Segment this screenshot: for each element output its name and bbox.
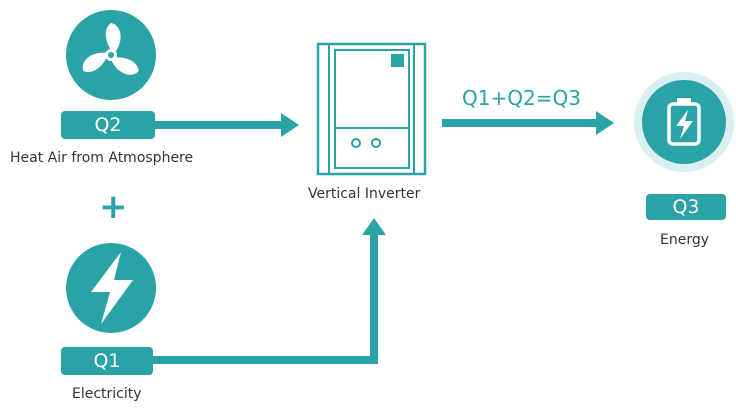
q1-tag: Q1 (61, 347, 153, 375)
energy-formula: Q1+Q2=Q3 (462, 86, 581, 110)
heat-air-caption: Heat Air from Atmosphere (10, 150, 194, 166)
vertical-inverter-caption: Vertical Inverter (308, 186, 421, 202)
arrow-q2-to-inverter (155, 113, 299, 137)
inverter-unit-icon (316, 42, 427, 176)
energy-caption: Energy (660, 232, 710, 248)
plus-sign: + (99, 187, 128, 227)
arrow-inverter-to-energy (442, 111, 614, 135)
fan-icon (66, 10, 156, 100)
battery-icon (634, 72, 734, 172)
lightning-bolt-icon (66, 243, 156, 333)
q2-tag: Q2 (61, 111, 155, 139)
q3-tag: Q3 (646, 194, 726, 220)
electricity-caption: Electricity (72, 386, 142, 402)
arrow-q1-to-inverter (152, 218, 386, 364)
